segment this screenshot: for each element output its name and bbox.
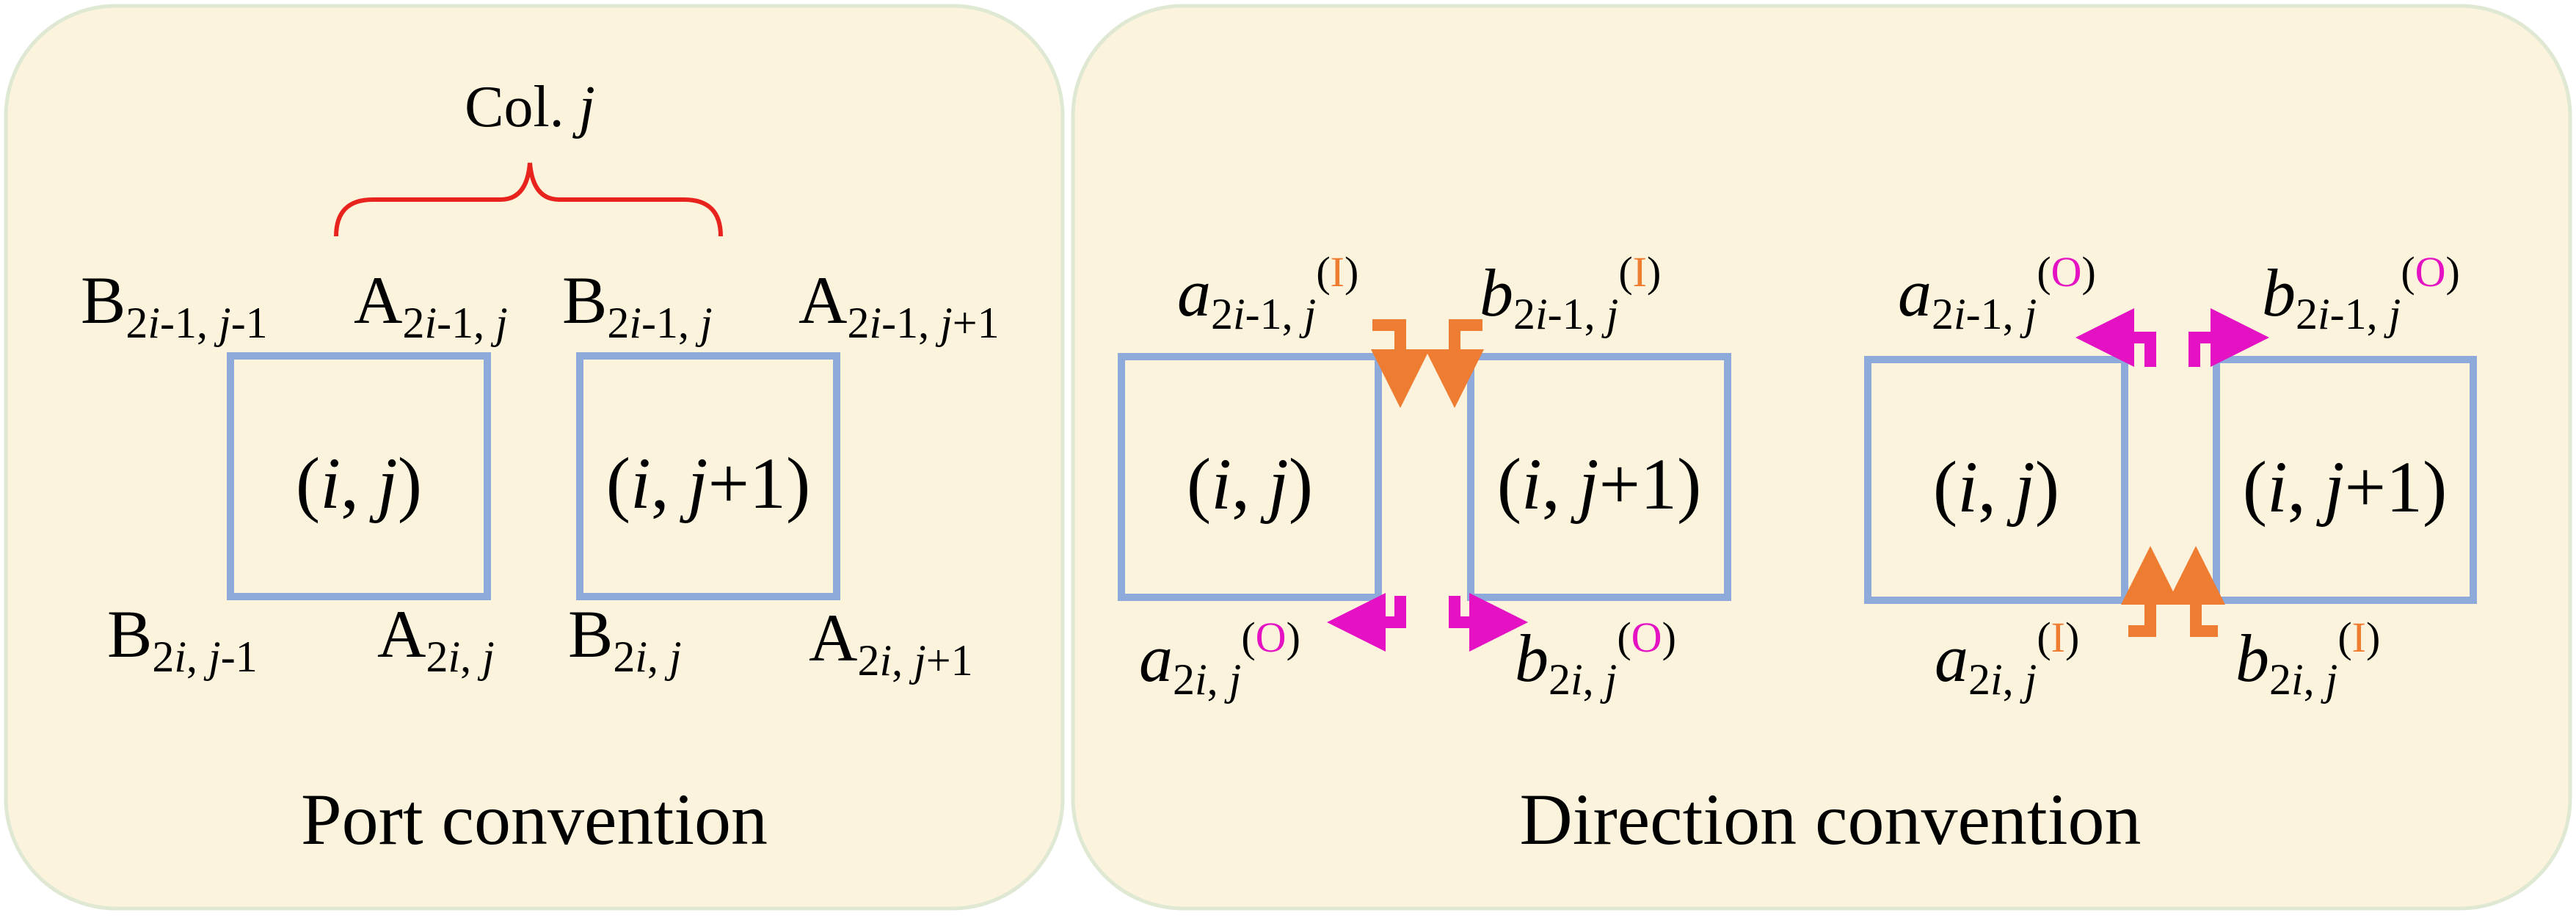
output-arrow	[2188, 308, 2269, 367]
wave-label: b2i-1, j(O)	[2262, 248, 2460, 338]
wave-label: a2i, j(I)	[1935, 613, 2079, 704]
input-arrow	[2121, 546, 2180, 637]
cell-label: (i, j)	[1187, 443, 1313, 525]
wave-label: a2i-1, j(O)	[1898, 248, 2096, 338]
direction-convention-panel: (i, j) (i, j+1) (i, j) (i, j+1) a2i-1, j…	[1071, 4, 2572, 911]
column-brace-label: Col. j	[465, 75, 595, 139]
wave-label: a2i-1, j(I)	[1177, 248, 1358, 338]
wave-label: b2i, j(O)	[1515, 613, 1676, 704]
port-label: B2i-1, j	[562, 263, 713, 347]
wave-label: b2i-1, j(I)	[1480, 248, 1661, 338]
port-label: A2i-1, j	[354, 263, 508, 347]
port-label: B2i-1, j-1	[81, 263, 268, 347]
cell-i-j	[1118, 353, 1382, 601]
direction-panel-background	[1071, 4, 2572, 911]
port-label: B2i, j-1	[107, 597, 258, 681]
input-arrow	[2166, 546, 2225, 637]
output-arrow	[1327, 593, 1406, 652]
wave-label: a2i, j(O)	[1139, 613, 1300, 704]
cell-label: (i, j+1)	[2243, 446, 2448, 528]
port-label: B2i, j	[568, 597, 682, 681]
input-arrow	[1371, 319, 1430, 408]
cell-i-j	[1864, 356, 2128, 604]
output-arrow	[2075, 308, 2156, 367]
input-arrow	[1425, 319, 1484, 408]
port-label: A2i, j	[377, 597, 495, 681]
cell-label: (i, j+1)	[606, 442, 811, 524]
cell-i-j	[227, 352, 491, 600]
wave-label: b2i, j(I)	[2235, 613, 2380, 704]
port-label: A2i, j+1	[809, 600, 973, 685]
cell-label: (i, j)	[1933, 446, 2059, 528]
cell-i-j-plus-1	[1467, 353, 1731, 601]
port-convention-panel: Col. j (i, j) (i, j+1) B2i-1, j-1 A2i-1,…	[4, 4, 1065, 911]
port-panel-background	[4, 4, 1065, 911]
port-label: A2i-1, j+1	[798, 263, 1000, 347]
cell-label: (i, j+1)	[1497, 443, 1702, 525]
output-arrow	[1449, 593, 1528, 652]
cell-i-j-plus-1	[576, 352, 840, 600]
cell-i-j-plus-1	[2213, 356, 2477, 604]
port-panel-caption: Port convention	[301, 779, 768, 860]
direction-panel-caption: Direction convention	[1520, 779, 2142, 860]
column-brace	[334, 162, 723, 237]
cell-label: (i, j)	[296, 442, 422, 524]
